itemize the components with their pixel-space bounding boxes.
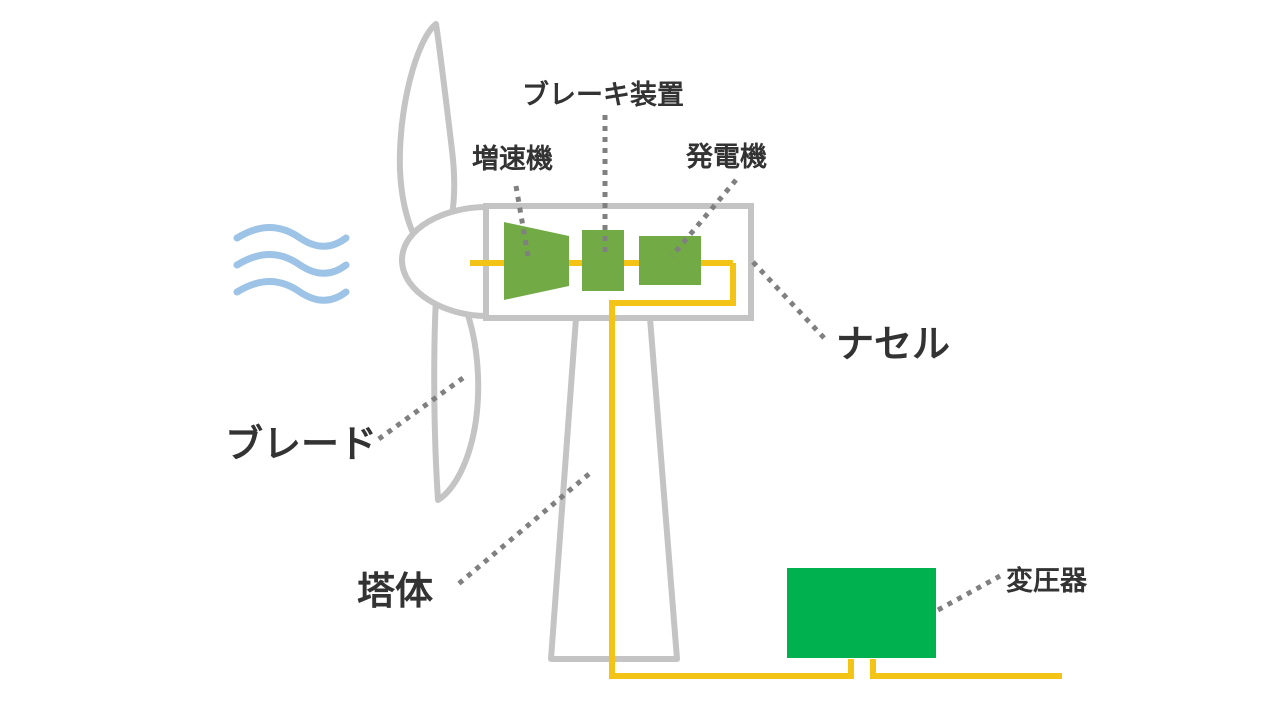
label-transformer: 変圧器 (1006, 566, 1087, 597)
leader-lines (374, 115, 1002, 613)
label-blade: ブレード (225, 422, 378, 466)
blade-lower (431, 265, 482, 503)
hub (399, 204, 489, 319)
transformer (787, 568, 936, 658)
label-generator: 発電機 (686, 142, 767, 173)
label-brake: ブレーキ装置 (522, 80, 684, 111)
label-tower: 塔体 (357, 569, 434, 613)
label-nacelle: ナセル (836, 322, 951, 366)
wind-icon (233, 224, 350, 304)
label-gearbox: 増速機 (472, 144, 553, 175)
generator (639, 236, 701, 285)
gearbox (504, 222, 569, 300)
